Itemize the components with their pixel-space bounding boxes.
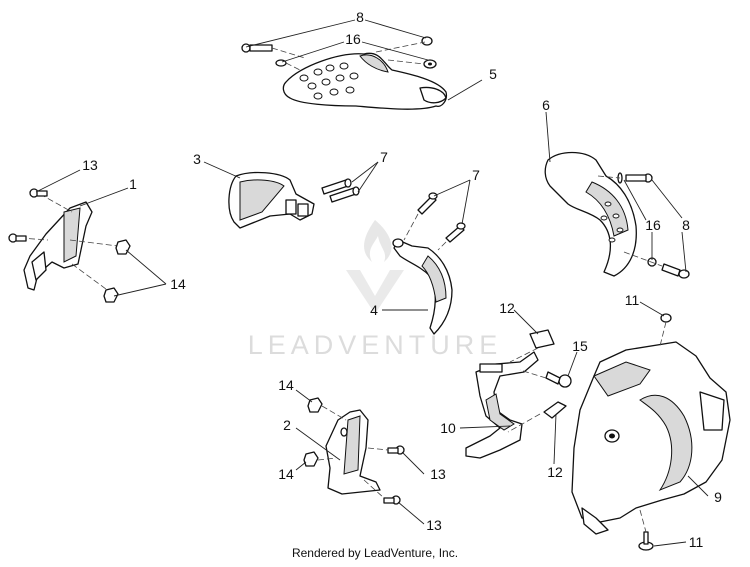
part-1-bracket bbox=[23, 201, 93, 291]
callout-14-center-bottom: 14 bbox=[278, 466, 294, 482]
callout-12-lower: 12 bbox=[547, 464, 563, 480]
part-4-guard bbox=[392, 238, 453, 335]
callout-13-center-bottom: 13 bbox=[426, 517, 442, 533]
bolt-7-pair-left bbox=[321, 178, 360, 203]
washer-16-top-right bbox=[423, 59, 437, 69]
bolt-7-pair-center bbox=[417, 192, 466, 243]
watermark-text: LEADVENTURE bbox=[248, 330, 503, 360]
part-6-guard bbox=[544, 151, 637, 277]
callout-13-left: 13 bbox=[82, 157, 98, 173]
part-2-bracket bbox=[325, 409, 381, 495]
callout-14-left: 14 bbox=[170, 276, 186, 292]
screw-13-center-top bbox=[387, 445, 405, 455]
callout-7-center: 7 bbox=[472, 167, 480, 183]
footer-credit: Rendered by LeadVenture, Inc. bbox=[291, 546, 459, 560]
screw-8-top-right bbox=[421, 36, 433, 46]
callout-16-right: 16 bbox=[645, 217, 661, 233]
callout-3: 3 bbox=[193, 151, 201, 167]
callout-15: 15 bbox=[572, 338, 588, 354]
screw-13-left-top bbox=[29, 188, 48, 198]
callout-10: 10 bbox=[440, 420, 456, 436]
callout-16-top: 16 bbox=[345, 31, 361, 47]
callout-11-bottom: 11 bbox=[689, 534, 704, 550]
part-15-plug bbox=[545, 371, 572, 388]
screw-8-right-bottom bbox=[661, 263, 690, 279]
callout-4: 4 bbox=[370, 302, 378, 318]
part-5-guard bbox=[282, 52, 448, 110]
clip-12-lower bbox=[543, 401, 567, 419]
screw-11-bottom bbox=[638, 531, 654, 551]
callout-6: 6 bbox=[542, 97, 550, 113]
screw-13-left-mid bbox=[8, 233, 27, 243]
screw-13-center-bottom bbox=[383, 495, 401, 505]
callout-13-center-top: 13 bbox=[430, 466, 446, 482]
nut-14-center-bottom bbox=[303, 451, 319, 467]
callout-2: 2 bbox=[283, 417, 291, 433]
clip-12-upper bbox=[529, 329, 555, 349]
callout-8-top: 8 bbox=[356, 9, 364, 25]
callout-8-right: 8 bbox=[682, 217, 690, 233]
leader-lines bbox=[35, 19, 709, 547]
screw-8-top-left bbox=[241, 43, 273, 53]
part-3-guard bbox=[228, 171, 315, 229]
part-9-heat-shield bbox=[571, 341, 731, 535]
flame-logo-icon bbox=[346, 220, 404, 314]
callout-14-center-top: 14 bbox=[278, 377, 294, 393]
leadventure-watermark: LEADVENTURE bbox=[248, 220, 503, 360]
callout-9: 9 bbox=[714, 489, 722, 505]
callout-7-left: 7 bbox=[380, 149, 388, 165]
callout-1: 1 bbox=[129, 176, 137, 192]
screw-8-right-top bbox=[625, 173, 653, 183]
callout-11-top: 11 bbox=[625, 292, 640, 308]
nut-14-left-bottom bbox=[103, 287, 119, 303]
callout-5: 5 bbox=[489, 66, 497, 82]
callout-12-upper: 12 bbox=[499, 300, 515, 316]
callout-labels: 8 16 5 6 3 7 13 1 14 7 16 8 4 12 11 15 1… bbox=[82, 9, 722, 550]
part-10-bracket bbox=[465, 351, 539, 459]
